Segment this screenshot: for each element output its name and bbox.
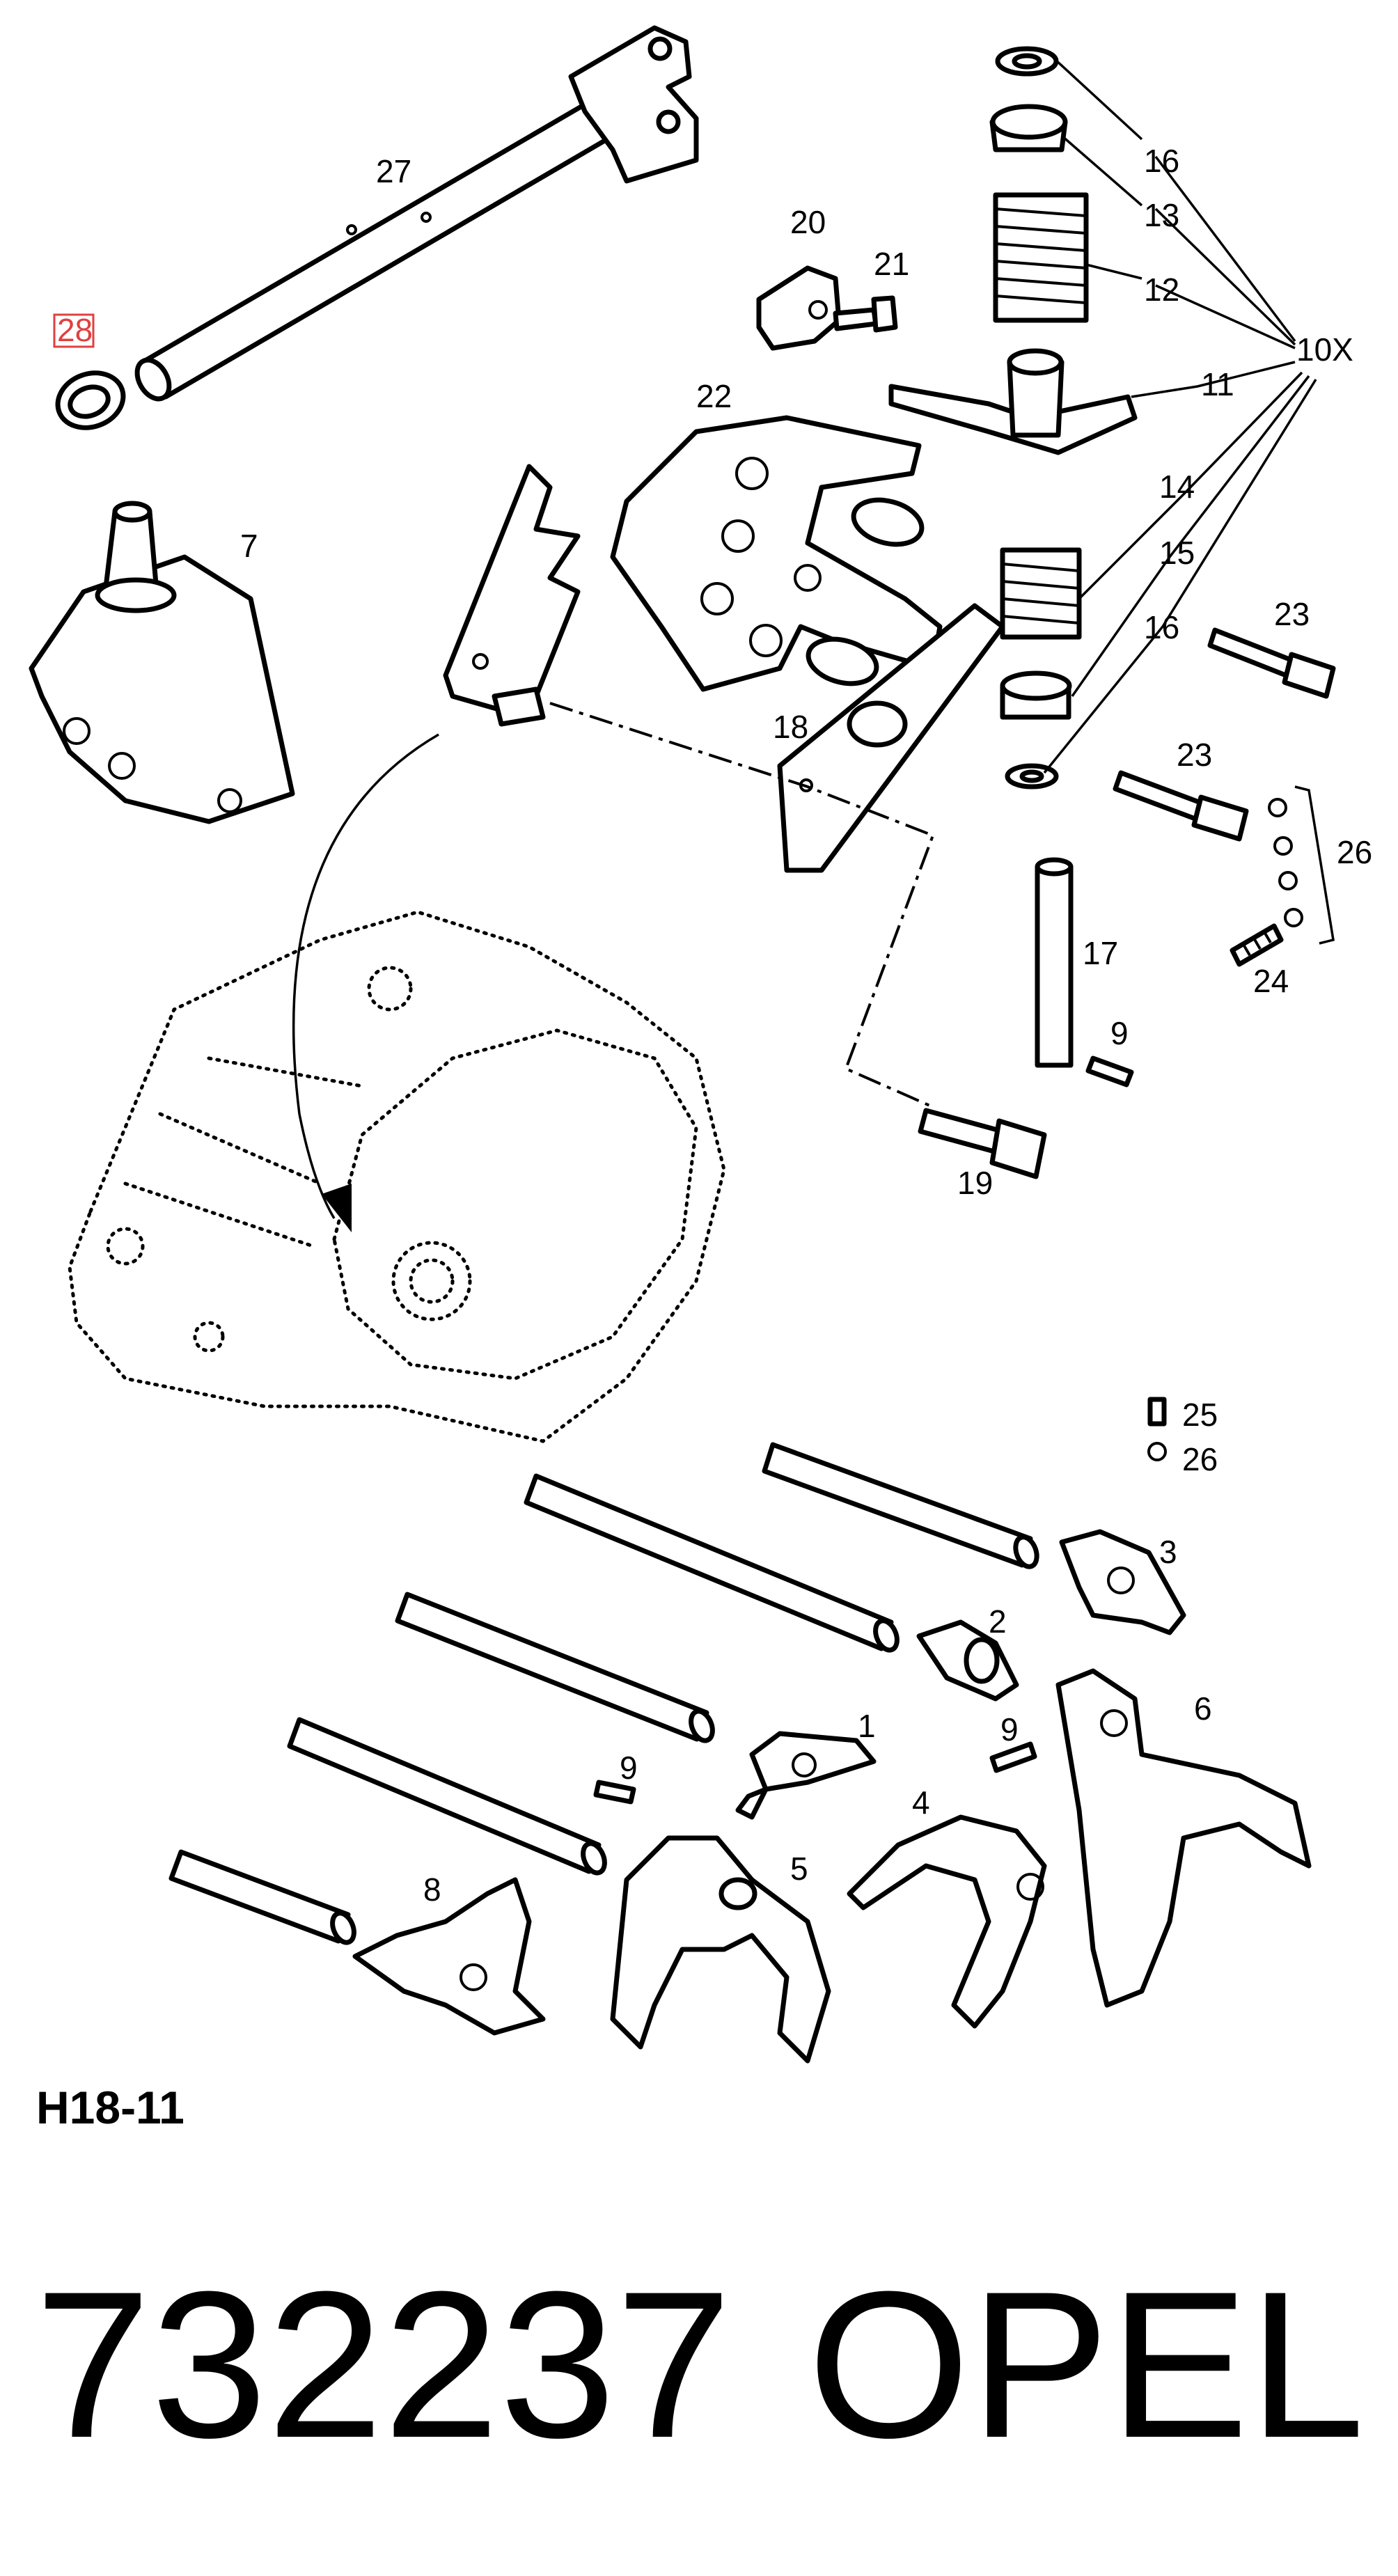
callout-22: 22: [696, 378, 732, 414]
callout-labels: 27 28 7 20 21 22 16 13 12 10X 11 14 15 1…: [53, 143, 1372, 1908]
part-26-o-rings: [1268, 785, 1335, 945]
callout-7: 7: [240, 528, 258, 564]
part-7-housing-cover: [29, 501, 295, 824]
reference-code: H18-11: [36, 2082, 184, 2133]
callout-28-highlight-box: [53, 313, 95, 348]
part-23-bolt-upper: [1207, 627, 1336, 699]
callout-18: 18: [773, 709, 808, 745]
part-16-washer-bottom: [1005, 763, 1059, 790]
callout-10x: 10X: [1296, 331, 1353, 368]
shift-rod-top: [762, 1442, 1039, 1569]
part-4-shift-fork: [847, 1814, 1047, 2029]
part-number: 732237: [35, 2247, 732, 2481]
part-9-roll-pin-c: [989, 1741, 1037, 1773]
part-16-washer-top: [995, 46, 1059, 77]
shift-rod-2: [524, 1473, 900, 1653]
part-23-bolt-lower: [1113, 770, 1249, 842]
assembly-guide-lines: [292, 702, 935, 1232]
callout-25: 25: [1182, 1397, 1218, 1433]
part-22-shift-carrier: [610, 415, 943, 692]
callout-26-small: 26: [1182, 1441, 1218, 1477]
part-28-seal-ring: [55, 370, 126, 430]
part-18-shift-rail: [777, 603, 1005, 873]
shift-rod-3: [395, 1592, 715, 1743]
part-24-small-spring: [1230, 923, 1284, 967]
transmission-housing: [68, 910, 726, 1443]
callout-14: 14: [1159, 469, 1195, 505]
shift-rod-5: [168, 1849, 356, 1945]
callout-12: 12: [1144, 272, 1179, 308]
callout-9-left: 9: [620, 1750, 638, 1786]
part-27-selector-shaft: [134, 25, 699, 402]
callout-5: 5: [790, 1851, 808, 1887]
callout-19: 19: [957, 1165, 993, 1201]
part-5-shift-fork: [610, 1835, 831, 2064]
callout-1: 1: [858, 1708, 876, 1744]
part-26-o-ring-small: [1147, 1442, 1167, 1461]
callout-13: 13: [1144, 197, 1179, 233]
part-2-shift-block: [916, 1619, 1019, 1702]
callout-27: 27: [376, 153, 411, 189]
part-19-bolt: [918, 1108, 1047, 1179]
callout-2: 2: [989, 1603, 1007, 1640]
callout-23-upper: 23: [1274, 596, 1310, 632]
callout-3: 3: [1159, 1534, 1177, 1570]
part-9-roll-pin-b: [593, 1780, 636, 1805]
callout-20: 20: [790, 204, 826, 240]
part-14-spring-lower: [1000, 547, 1082, 640]
callout-16-bottom: 16: [1144, 609, 1179, 645]
callout-8: 8: [423, 1871, 441, 1908]
shift-rod-4: [287, 1717, 607, 1876]
part-8-shift-fork: [352, 1877, 546, 2036]
part-25-sleeve: [1147, 1397, 1167, 1427]
callout-4: 4: [912, 1784, 930, 1821]
part-15-cap-lower: [1000, 670, 1072, 720]
part-21-bolt: [833, 295, 898, 333]
part-3-bracket: [1059, 1529, 1186, 1635]
part-12-spring-upper: [993, 192, 1089, 323]
callout-21: 21: [874, 246, 909, 282]
callout-26-group: 26: [1337, 834, 1372, 870]
gasket-outline: [443, 464, 581, 727]
part-13-cap-top: [989, 104, 1068, 152]
callout-6: 6: [1194, 1690, 1212, 1727]
callout-28: 28: [57, 312, 93, 348]
part-11-shift-lever: [888, 348, 1138, 455]
part-9-roll-pin-a: [1085, 1055, 1134, 1087]
part-17-pin: [1035, 857, 1074, 1068]
callout-11: 11: [1201, 366, 1234, 402]
callout-9-top: 9: [1110, 1015, 1129, 1051]
callout-16-top: 16: [1144, 143, 1179, 179]
part-1-shift-dog: [735, 1731, 877, 1820]
callout-23-lower: 23: [1177, 737, 1212, 773]
part-6-shift-fork: [1055, 1668, 1312, 2008]
leader-lines: [1043, 58, 1317, 774]
part-20-bracket: [756, 265, 842, 351]
callout-15: 15: [1159, 535, 1195, 571]
callout-9-right: 9: [1000, 1711, 1019, 1748]
brand-name: OPEL: [808, 2247, 1365, 2481]
callout-17: 17: [1083, 935, 1118, 971]
callout-24: 24: [1253, 963, 1289, 999]
